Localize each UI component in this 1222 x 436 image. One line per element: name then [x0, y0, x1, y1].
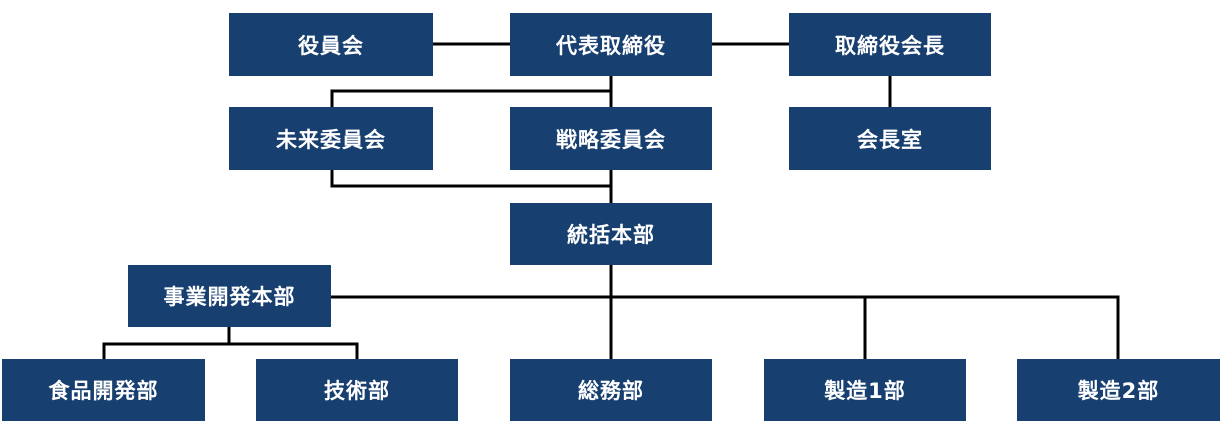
node-general-affairs: 総務部 — [510, 359, 712, 421]
node-technology: 技術部 — [256, 359, 458, 421]
node-strategy-committee: 戦略委員会 — [510, 107, 712, 170]
node-chairman-office: 会長室 — [789, 107, 991, 170]
node-chairman: 取締役会長 — [789, 13, 991, 76]
node-food-development: 食品開発部 — [2, 359, 205, 421]
node-future-committee: 未来委員会 — [229, 107, 433, 170]
node-representative-director: 代表取締役 — [510, 13, 712, 76]
node-manufacturing-1: 製造1部 — [764, 359, 966, 421]
node-board-of-officers: 役員会 — [229, 13, 433, 76]
node-manufacturing-2: 製造2部 — [1017, 359, 1220, 421]
node-general-headquarters: 統括本部 — [510, 203, 712, 265]
node-business-development-hq: 事業開発本部 — [128, 265, 331, 327]
